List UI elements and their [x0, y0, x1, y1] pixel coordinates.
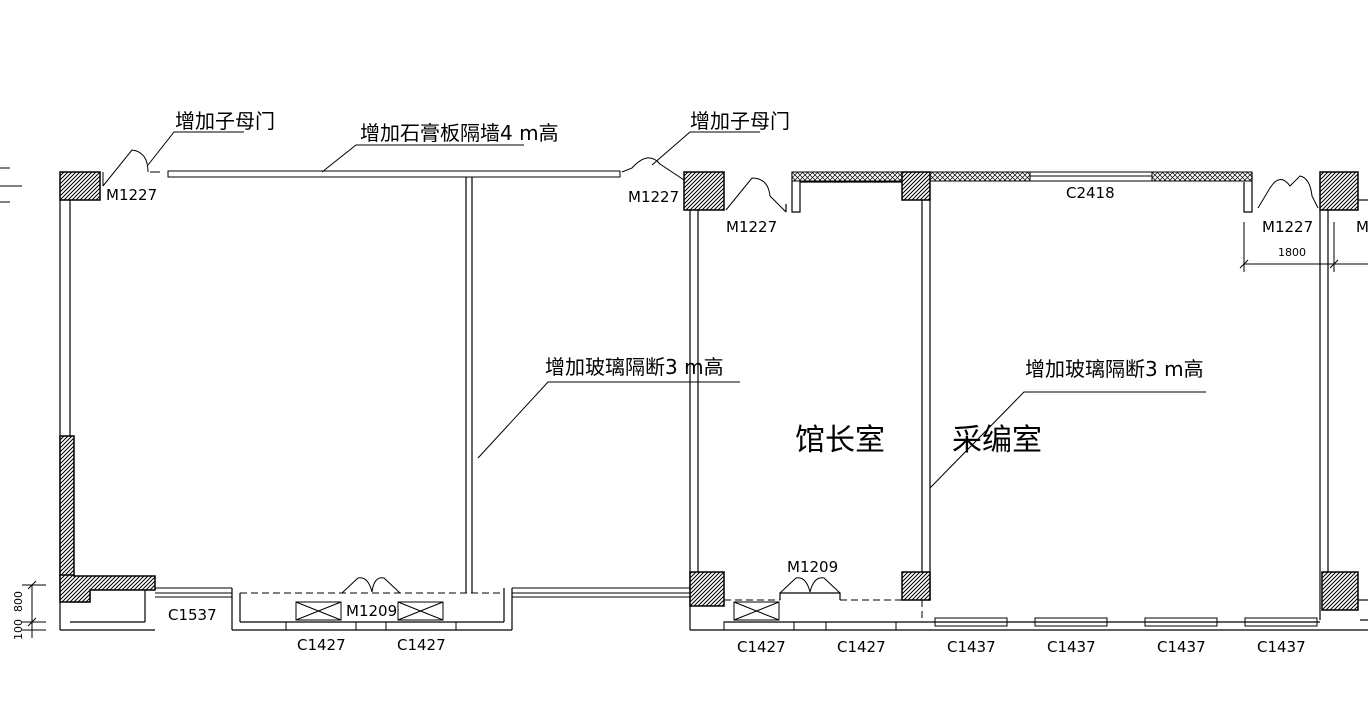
- column: [1319, 171, 1359, 211]
- column: [1321, 571, 1359, 611]
- dimension-label: 1800: [1278, 246, 1306, 259]
- column: [683, 171, 725, 211]
- door-code: M1227: [1262, 218, 1313, 236]
- column: [59, 574, 156, 603]
- door-code: M1227: [106, 186, 157, 204]
- column: [689, 571, 725, 607]
- column: [59, 171, 101, 201]
- room-label-editorial-office: 采编室: [952, 423, 1042, 458]
- annotation-add-door-left: 增加子母门: [175, 109, 275, 133]
- dimension-label: 100: [12, 619, 25, 640]
- door-code: M1209: [346, 602, 397, 620]
- door-code: M1227: [628, 188, 679, 206]
- room-label-director-office: 馆长室: [795, 423, 885, 458]
- window-code: C1427: [837, 638, 886, 656]
- window-code: C1437: [1257, 638, 1306, 656]
- left-room-walls: [59, 170, 690, 631]
- window-code: C2418: [1066, 184, 1115, 202]
- door-code: M1227: [726, 218, 777, 236]
- window-code: C1427: [737, 638, 786, 656]
- dimension-1800: [1239, 222, 1368, 272]
- column: [901, 571, 931, 601]
- column: [59, 435, 75, 577]
- annotation-glass-partition-2: 增加玻璃隔断3 m高: [1025, 357, 1204, 381]
- window-code: C1437: [947, 638, 996, 656]
- annotation-glass-partition-1: 增加玻璃隔断3 m高: [545, 355, 724, 379]
- door-code: M: [1356, 218, 1368, 236]
- door-swing: [1257, 175, 1319, 209]
- annotation-add-door-mid: 增加子母门: [690, 109, 790, 133]
- column: [901, 171, 931, 201]
- right-rooms-walls: [689, 171, 1368, 631]
- window-code: C1537: [168, 606, 217, 624]
- door-swing: [725, 177, 787, 213]
- dimension-label: 800: [12, 591, 25, 612]
- door-code: M1209: [787, 558, 838, 576]
- window-code: C1427: [397, 636, 446, 654]
- left-edge-ticks: [0, 167, 22, 203]
- window-code: C1437: [1157, 638, 1206, 656]
- door-swing: [102, 149, 160, 187]
- dimension-left-vertical: [22, 580, 46, 638]
- window-code: C1437: [1047, 638, 1096, 656]
- window-code: C1427: [297, 636, 346, 654]
- annotation-add-gypsum-wall: 增加石膏板隔墙4 m高: [360, 121, 559, 145]
- door-swing: [621, 157, 685, 181]
- leader-lines: [147, 131, 1206, 489]
